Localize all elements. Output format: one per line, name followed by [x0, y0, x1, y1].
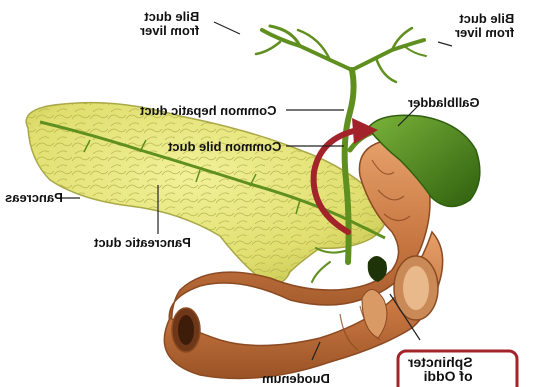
label-common-hepatic-duct: Common hepatic duct	[140, 104, 277, 118]
label-gallbladder: Gallbladder	[408, 96, 480, 110]
label-bile-duct-right: Bile duct from liver	[455, 12, 514, 40]
pancreas	[26, 103, 386, 284]
label-pancreas: Pancreas	[5, 191, 63, 205]
label-bile-duct-left: Bile duct from liver	[140, 10, 199, 38]
label-common-bile-duct: Common bile duct	[168, 140, 281, 154]
label-sphincter-of-oddi: Sphincter of Oddi	[408, 355, 473, 383]
label-duodenum: Duodenum	[262, 372, 330, 386]
label-pancreatic-duct: Pancreatic duct	[94, 236, 191, 250]
